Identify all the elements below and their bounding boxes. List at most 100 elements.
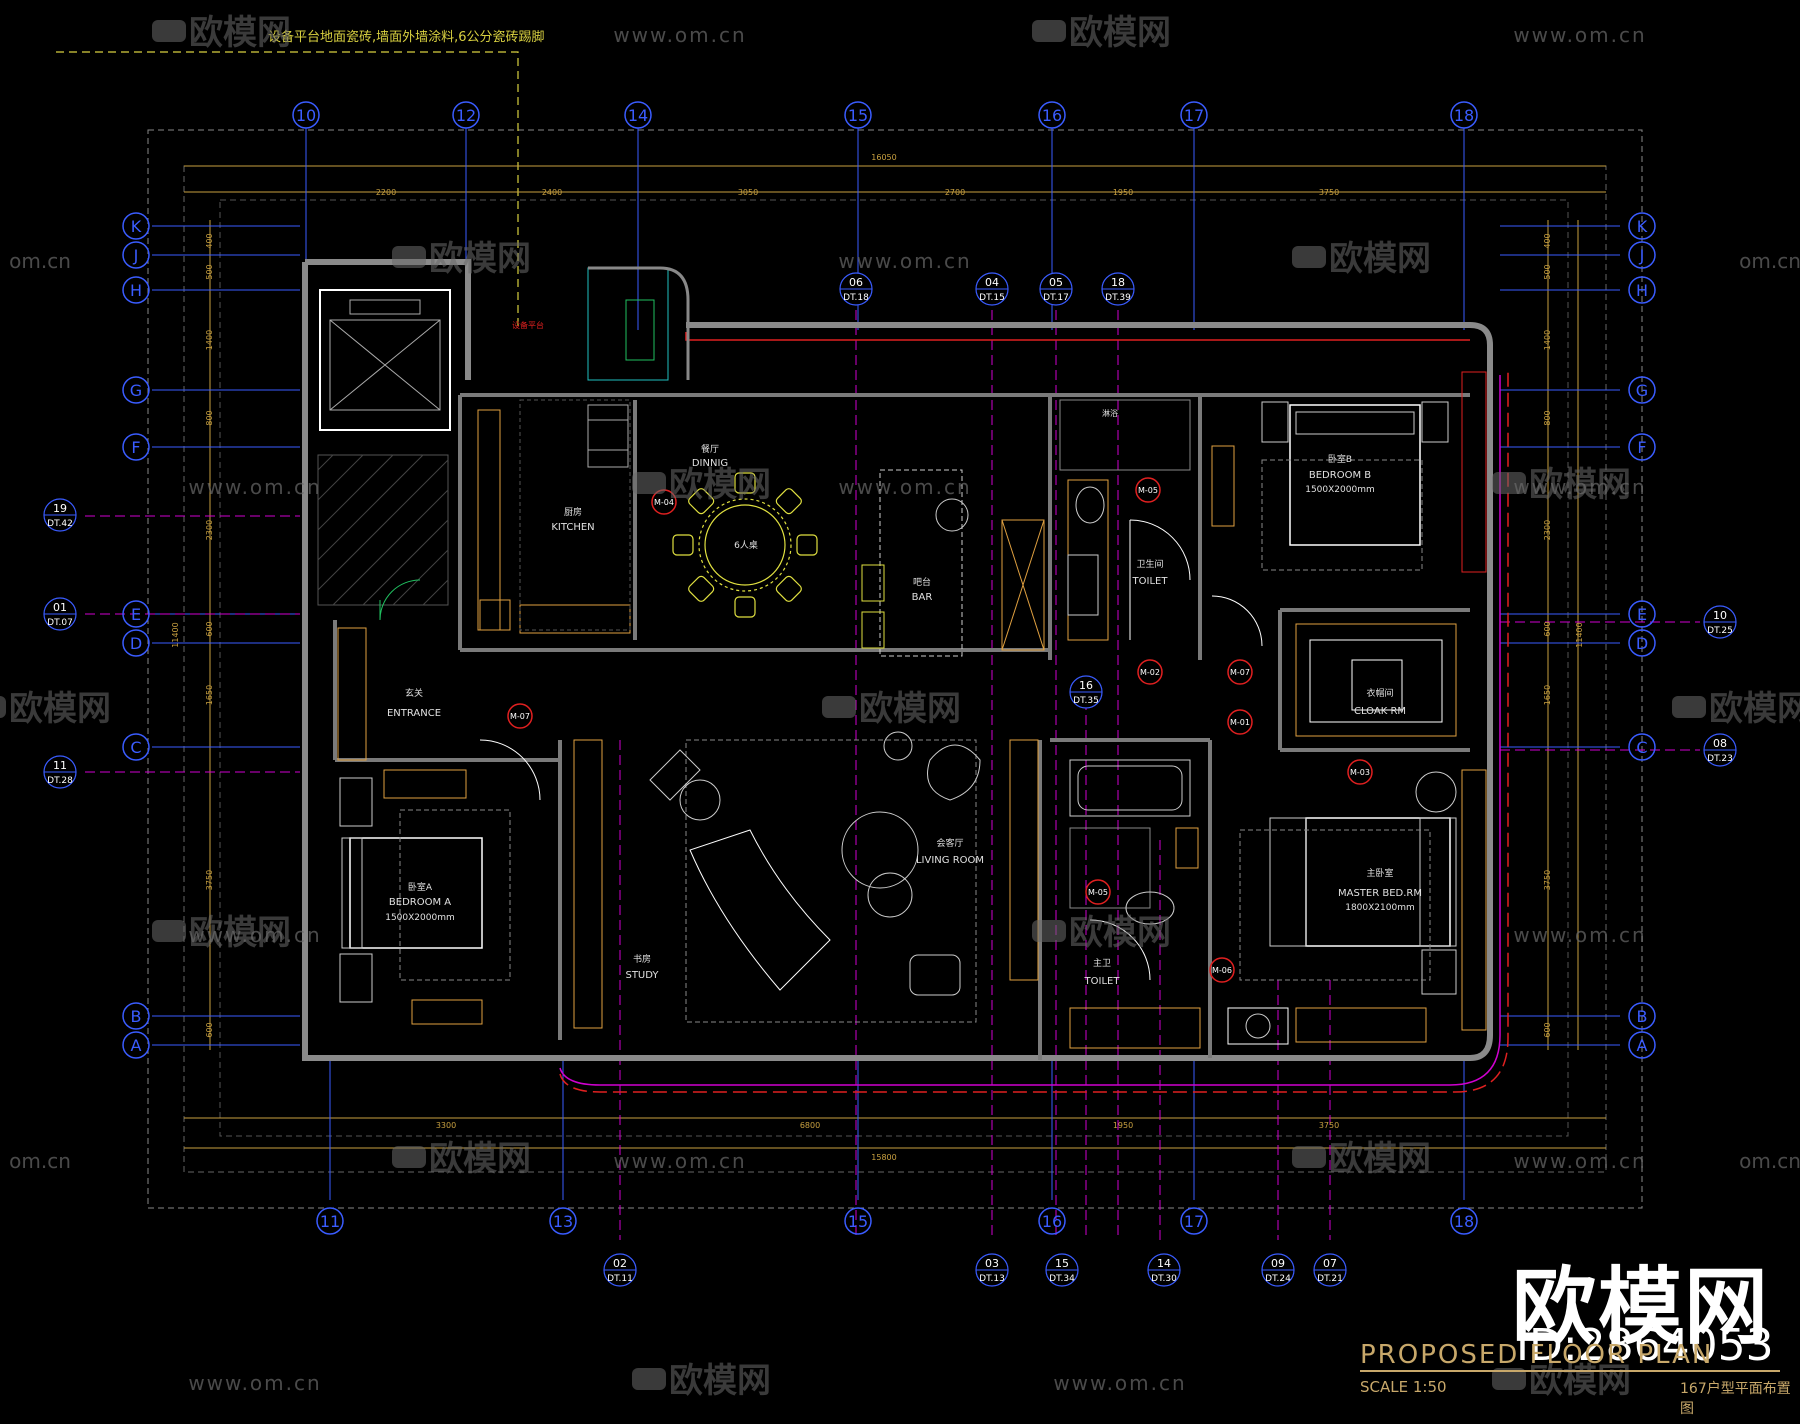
grid-bubble-circle — [1628, 733, 1656, 761]
watermark-logo-icon — [1492, 472, 1526, 494]
label-shower-cn: 淋浴 — [1102, 408, 1118, 418]
label-master-cn: 主卧室 — [1366, 867, 1393, 879]
section-tag-ref: DT.13 — [979, 1274, 1005, 1284]
dim-side-left: 1400 — [205, 330, 214, 350]
grid-bubble: B — [122, 1002, 150, 1030]
grid-bubble-label: J — [133, 246, 139, 265]
label-bar: BAR — [912, 592, 933, 603]
door-tag-circle — [1227, 709, 1253, 735]
grid-bubble-circle — [1180, 1207, 1208, 1235]
grid-bubble: A — [122, 1031, 150, 1059]
door-tag: M-01 — [1227, 709, 1253, 735]
grid-bubble: 15 — [844, 1207, 872, 1235]
dim-top: 2400 — [542, 188, 562, 197]
dim-side-right: 600 — [1543, 1022, 1552, 1037]
grid-bubble: E — [1628, 600, 1656, 628]
door-tag-circle — [1137, 659, 1163, 685]
door-tag: M-03 — [1347, 759, 1373, 785]
label-bedroomA: BEDROOM A — [389, 897, 451, 908]
door-tag-circle — [1085, 879, 1111, 905]
label-cloak: CLOAK RM — [1354, 706, 1406, 717]
grid-bubble-label: 12 — [456, 106, 476, 125]
section-tag-ref: DT.07 — [47, 618, 73, 628]
grid-bubble-circle — [844, 101, 872, 129]
watermark-brand-text: 欧模网 — [669, 1361, 771, 1401]
grid-bubble-label: 14 — [628, 106, 648, 125]
grid-bubble-label: 13 — [553, 1212, 573, 1231]
watermark-brand: 欧模网 — [392, 239, 531, 279]
door-tag-label: M-03 — [1350, 768, 1370, 777]
walls — [302, 259, 1493, 1061]
exterior-skin — [559, 332, 1509, 1093]
door-tag-label: M-06 — [1212, 966, 1232, 975]
label-living: LIVING ROOM — [916, 855, 984, 866]
dining-table — [698, 498, 792, 592]
label-kitchen: KITCHEN — [551, 522, 594, 533]
label-bar-cn: 吧台 — [913, 576, 931, 588]
watermark-url-short: om.cn — [1739, 249, 1800, 273]
grid-bubble-label: D — [1636, 634, 1648, 653]
label-toilet2: TOILET — [1084, 976, 1121, 987]
grid-bubble: E — [122, 600, 150, 628]
grid-bubble: 18 — [1450, 101, 1478, 129]
label-bedroomB-cn: 卧室B — [1328, 453, 1352, 465]
grid-bubble: 16 — [1038, 1207, 1066, 1235]
grid-bubble: 12 — [452, 101, 480, 129]
grid-bubble: 11 — [316, 1207, 344, 1235]
section-tag-number: 04 — [985, 276, 999, 289]
watermark-url: www.om.cn — [1513, 1149, 1646, 1173]
section-tag-number: 01 — [53, 601, 67, 614]
door-tag-circle — [1209, 957, 1235, 983]
watermark-url: www.om.cn — [838, 475, 971, 499]
watermark-logo-icon — [1292, 1146, 1326, 1168]
label-dining-seats: 6人桌 — [734, 539, 758, 551]
door-tag-label: M-01 — [1230, 718, 1250, 727]
dim-top: 3050 — [738, 188, 758, 197]
watermark-logo-icon — [1032, 920, 1066, 942]
watermark-logo-icon — [392, 1146, 426, 1168]
section-tag-ref: DT.15 — [979, 293, 1005, 303]
section-tag-number: 19 — [53, 502, 67, 515]
door-tag-circle — [507, 703, 533, 729]
grid-bubble-label: 11 — [320, 1212, 340, 1231]
grid-bubble: H — [122, 276, 150, 304]
grid-bubble-label: 18 — [1454, 1212, 1474, 1231]
section-tag-number: 02 — [613, 1257, 627, 1270]
watermark-url: www.om.cn — [1053, 1371, 1186, 1395]
grid-bubble-label: E — [1637, 605, 1647, 624]
grid-bubble-label: K — [1637, 217, 1648, 236]
watermark-brand: 欧模网 — [1292, 1139, 1431, 1179]
label-master: MASTER BED.RM — [1338, 888, 1422, 899]
section-tag-ref: DT.18 — [843, 293, 869, 303]
grid-bubble-circle — [549, 1207, 577, 1235]
grid-bubble: 15 — [844, 101, 872, 129]
kitchen-fixtures — [477, 399, 631, 634]
watermark-logo-icon — [822, 696, 856, 718]
dining-chair — [688, 575, 715, 602]
section-tag-number: 11 — [53, 759, 67, 772]
grid-bubble-circle — [122, 733, 150, 761]
grid-bubble-label: F — [1637, 438, 1646, 457]
dim-side-left: 400 — [205, 233, 214, 248]
title-underline — [1360, 1370, 1780, 1372]
grid-bubble-circle — [122, 433, 150, 461]
grid-bubble-circle — [122, 1002, 150, 1030]
grid-bubble: 10 — [292, 101, 320, 129]
watermark-url: www.om.cn — [188, 1371, 321, 1395]
grid-bubble-label: F — [131, 438, 140, 457]
watermark-url-short: om.cn — [9, 1149, 71, 1173]
watermark-url: www.om.cn — [188, 923, 321, 947]
grid-bubble-circle — [1038, 1207, 1066, 1235]
section-tags: 06DT.1804DT.1505DT.1718DT.3916DT.3519DT.… — [43, 272, 1737, 1287]
grid-bubble: J — [1628, 241, 1656, 269]
watermark-brand-text: 欧模网 — [1709, 689, 1800, 729]
grid-bubble-circle — [122, 212, 150, 240]
grid-bubble: K — [122, 212, 150, 240]
